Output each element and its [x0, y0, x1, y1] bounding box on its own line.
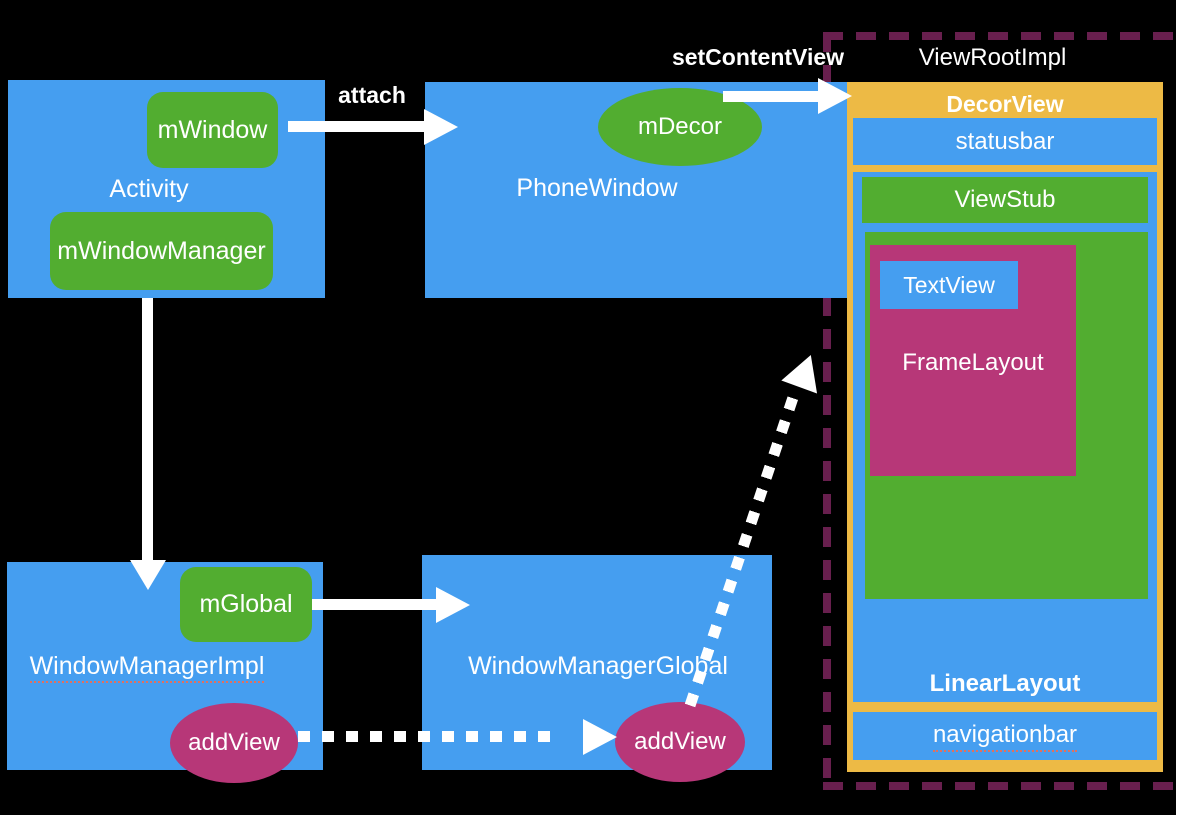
addview-ellipse-impl: addView — [170, 703, 298, 783]
activity-label: Activity — [109, 175, 189, 203]
setcontentview-arrow-label: setContentView — [671, 44, 845, 70]
wmi-arrow-head — [130, 560, 166, 590]
addview-impl-label: addView — [188, 729, 280, 756]
setcontentview-arrow-line — [723, 91, 820, 102]
textview-box: TextView — [880, 261, 1018, 309]
decorview-box: DecorView statusbar ViewStub TextView Fr… — [847, 82, 1163, 772]
activity-box: mWindow Activity mWindowManager — [8, 80, 325, 298]
framelayout-box: TextView FrameLayout — [870, 245, 1076, 476]
navigationbar-label: navigationbar — [932, 721, 1078, 752]
mwindow-field: mWindow — [147, 92, 278, 168]
mdecor-label: mDecor — [637, 113, 722, 140]
mglobal-label: mGlobal — [199, 590, 293, 618]
mglobal-field: mGlobal — [180, 567, 312, 642]
mwindowmanager-label: mWindowManager — [57, 236, 266, 265]
statusbar-bar: statusbar — [853, 118, 1157, 165]
windowmanagerimpl-text: WindowManagerImpl — [29, 652, 265, 683]
linearlayout-box: ViewStub TextView FrameLayout LinearLayo… — [853, 172, 1157, 702]
windowmanagerimpl-box: mGlobal WindowManagerImpl addView — [7, 562, 323, 783]
mglobal-arrow-head — [436, 587, 470, 623]
linearlayout-label: LinearLayout — [929, 670, 1081, 697]
decorview-label: DecorView — [946, 91, 1064, 117]
windowmanagerimpl-label: WindowManagerImpl — [17, 652, 277, 683]
statusbar-label: statusbar — [955, 127, 1055, 155]
wmi-arrow-line — [142, 298, 153, 560]
textview-label: TextView — [903, 271, 995, 298]
phonewindow-label: PhoneWindow — [516, 174, 678, 202]
viewstub-label: ViewStub — [954, 186, 1056, 213]
addview-dotted-arrow-head — [583, 719, 617, 755]
mglobal-arrow-line — [312, 599, 436, 610]
attach-arrow-label: attach — [338, 82, 406, 108]
viewstub-bar: ViewStub — [862, 177, 1148, 223]
viewroot-dotted-arrow-head — [781, 348, 829, 394]
attach-arrow-head — [424, 109, 458, 145]
mdecor-ellipse: mDecor — [598, 88, 762, 166]
addview-ellipse-global: addView — [615, 702, 745, 782]
setcontentview-arrow-head — [818, 78, 852, 114]
content-green-box: TextView FrameLayout — [865, 232, 1148, 599]
attach-arrow-line — [288, 121, 425, 132]
mwindowmanager-field: mWindowManager — [50, 212, 273, 290]
viewrootimpl-label: ViewRootImpl — [918, 44, 1067, 71]
navigationbar-bar: navigationbar — [853, 712, 1157, 760]
framelayout-label: FrameLayout — [902, 349, 1044, 376]
mwindow-label: mWindow — [157, 115, 268, 144]
addview-dotted-arrow-line — [298, 731, 556, 742]
windowmanagerglobal-label: WindowManagerGlobal — [468, 652, 728, 680]
addview-global-label: addView — [634, 728, 726, 755]
